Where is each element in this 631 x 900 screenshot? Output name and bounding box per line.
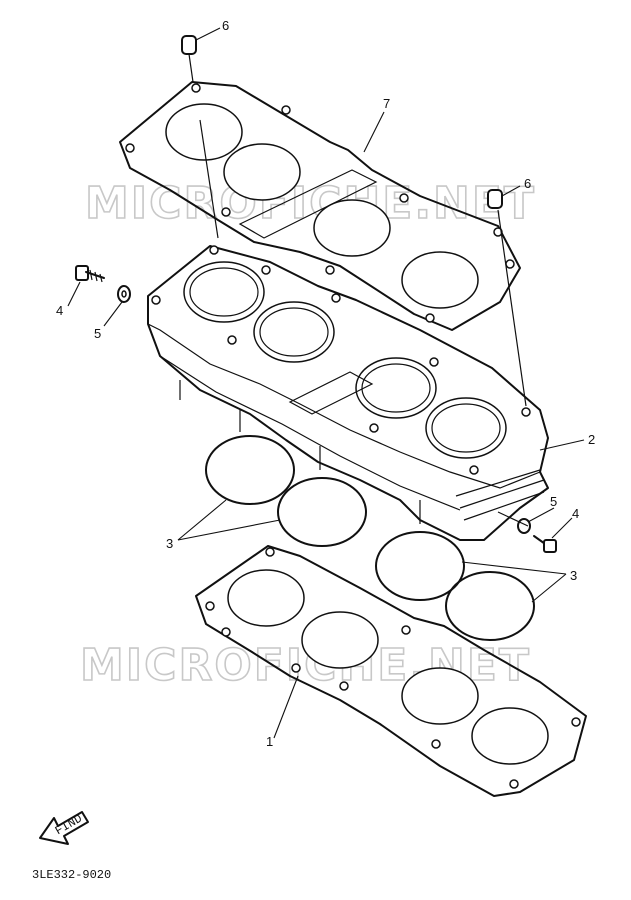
dowel-pin-top bbox=[181, 35, 197, 83]
bolt-left bbox=[75, 265, 105, 283]
diagram-code: 3LE332-9020 bbox=[32, 868, 111, 882]
watermark-upper: MICROFICHE.NET bbox=[85, 178, 536, 229]
callout-3-right: 3 bbox=[570, 568, 577, 583]
o-rings-part-3 bbox=[205, 435, 535, 641]
washer-right bbox=[517, 518, 531, 534]
head-gasket-part-7 bbox=[119, 81, 521, 331]
base-gasket-part-1 bbox=[195, 545, 587, 797]
bolt-right bbox=[533, 535, 557, 553]
callout-7: 7 bbox=[383, 96, 390, 111]
leader-lines bbox=[67, 27, 585, 739]
align-line-left bbox=[199, 119, 219, 239]
callout-1: 1 bbox=[266, 734, 273, 749]
callout-5-right: 5 bbox=[550, 494, 557, 509]
find-arrow-icon: FIND bbox=[39, 811, 89, 845]
callout-3-left: 3 bbox=[166, 536, 173, 551]
callout-2: 2 bbox=[588, 432, 595, 447]
callout-6-right: 6 bbox=[524, 176, 531, 191]
align-line-right bbox=[497, 209, 527, 407]
callout-4-right: 4 bbox=[572, 506, 579, 521]
callout-5-left: 5 bbox=[94, 326, 101, 341]
callout-6-top: 6 bbox=[222, 18, 229, 33]
dowel-pin-right bbox=[487, 189, 503, 209]
align-line-bolt bbox=[497, 511, 529, 527]
washer-left bbox=[117, 285, 131, 303]
cylinder-block-part-2 bbox=[147, 245, 549, 541]
callout-4-left: 4 bbox=[56, 303, 63, 318]
